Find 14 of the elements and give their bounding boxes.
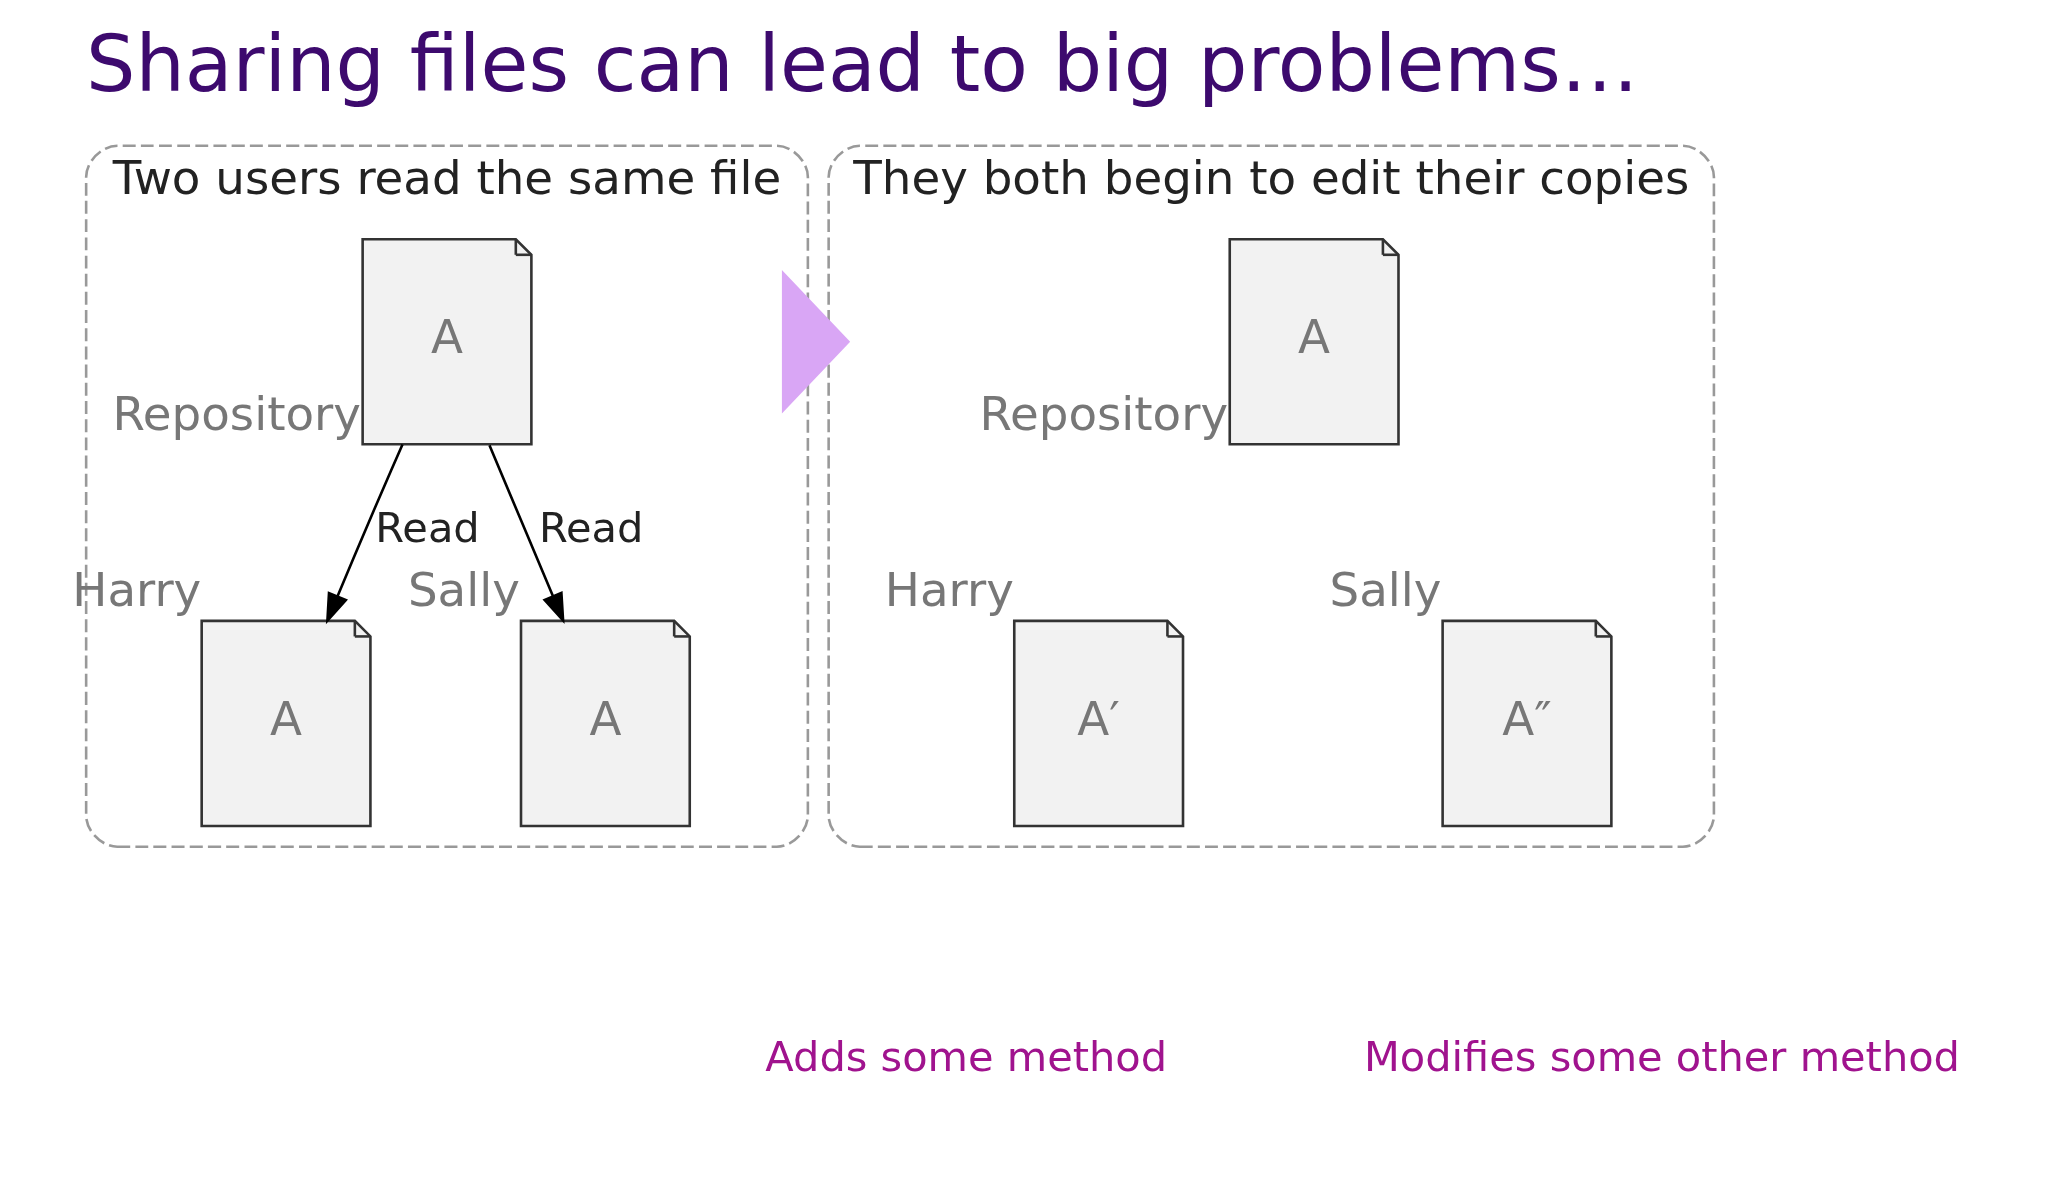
edge-label: Read <box>375 503 480 553</box>
diagram-title: Sharing files can lead to big problems… <box>86 19 1639 110</box>
node-label: Repository <box>112 386 361 441</box>
node-label: Harry <box>884 563 1014 618</box>
arrow <box>488 444 565 624</box>
node-label: Harry <box>72 563 202 618</box>
node-label: Sally <box>1329 563 1442 618</box>
node-label: Sally <box>407 563 520 618</box>
label: Modifies some other method <box>1364 1031 1960 1081</box>
arrow <box>781 270 851 414</box>
edge-label: Read <box>538 503 644 553</box>
label: Adds some method <box>765 1031 1168 1081</box>
arrow <box>325 443 404 625</box>
node-label: Repository <box>979 386 1229 441</box>
